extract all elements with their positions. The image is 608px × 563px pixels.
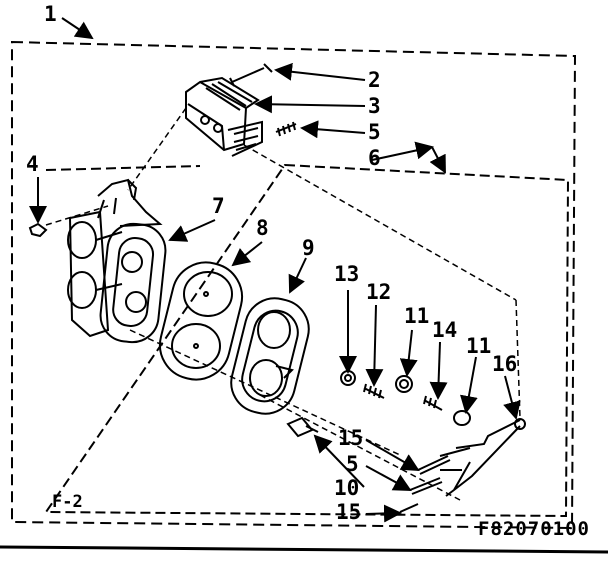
- callout-2: 2: [368, 68, 381, 92]
- callout-12: 12: [366, 280, 392, 304]
- part-clip: [28, 222, 48, 238]
- callout-4: 4: [26, 152, 39, 176]
- part-seal-right: [453, 410, 471, 426]
- callout-13: 13: [334, 262, 360, 286]
- part-pin-middle: [409, 477, 443, 495]
- bottom-rule: [0, 545, 608, 554]
- callout-6: 6: [368, 146, 381, 170]
- part-diaphragm-plate: [158, 261, 244, 381]
- part-solenoid-block: [185, 76, 263, 157]
- callout-9: 9: [302, 236, 315, 260]
- callout-11-left: 11: [404, 304, 430, 328]
- part-spring-12: [363, 383, 385, 399]
- callout-15-upper: 15: [338, 426, 364, 450]
- callout-3: 3: [368, 94, 381, 118]
- callout-14: 14: [432, 318, 458, 342]
- part-grommet: [340, 370, 356, 386]
- callout-11-right: 11: [466, 334, 492, 358]
- callout-16: 16: [492, 352, 518, 376]
- callout-5-top: 5: [368, 120, 381, 144]
- part-valve-body: [67, 178, 167, 344]
- part-spring-14: [423, 395, 443, 411]
- callout-10: 10: [334, 476, 360, 500]
- part-spring-top: [275, 121, 297, 137]
- part-seal-left: [395, 375, 413, 393]
- callout-5-lower: 5: [346, 452, 359, 476]
- outer-dashed-frame: [11, 40, 577, 530]
- part-pin-upper: [417, 455, 451, 475]
- drawing-id: F82070100: [478, 518, 590, 540]
- part-pin-lower: [399, 503, 419, 513]
- callout-8: 8: [256, 216, 269, 240]
- callout-7: 7: [212, 194, 225, 218]
- frame-label: F-2: [52, 492, 83, 512]
- callout-15-lower: 15: [336, 500, 362, 524]
- part-seat-plate: [230, 297, 310, 415]
- inner-dashed-frame: [44, 163, 570, 518]
- part-bracket: [445, 418, 526, 497]
- part-screw: [229, 63, 273, 87]
- callout-1: 1: [44, 2, 57, 26]
- part-bolt: [286, 416, 319, 438]
